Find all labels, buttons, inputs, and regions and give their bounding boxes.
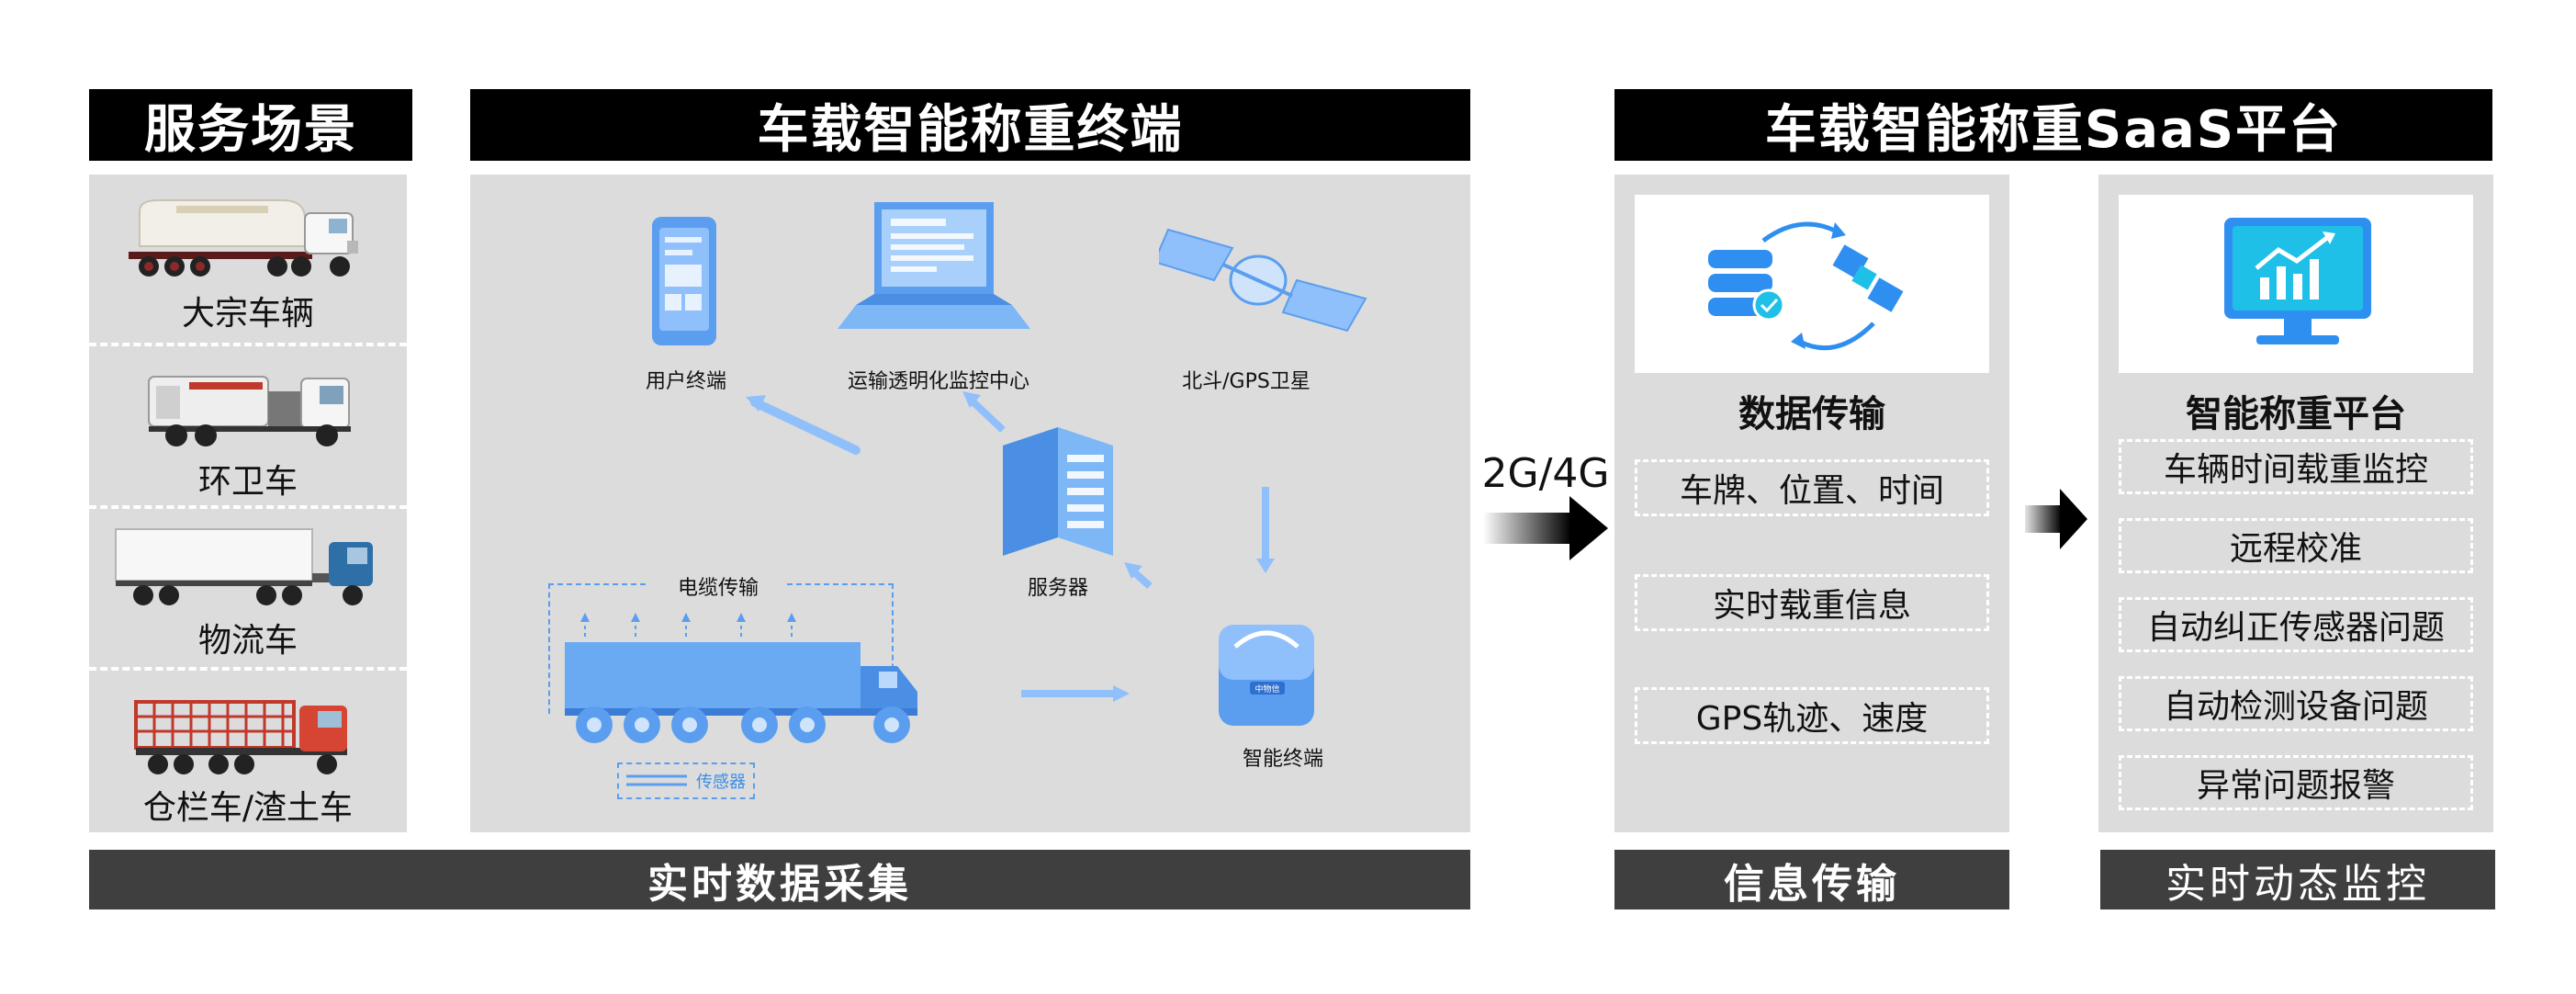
device-tag: 中物信 [1254, 683, 1279, 695]
vehicle-label-sanitation: 环卫车 [197, 463, 298, 501]
cable-label: 电缆传输 [649, 571, 787, 601]
satellite-icon [1159, 228, 1367, 333]
data-item: GPS轨迹、速度 [1635, 687, 1989, 744]
transfer-footer: 信息传输 [1614, 850, 2009, 909]
arrow-head [1113, 685, 1130, 702]
sanitation-truck-icon [148, 376, 351, 446]
arrow-head [746, 395, 766, 412]
vehicle-label-stake: 仓栏车/渣土车 [142, 789, 354, 827]
divider [89, 343, 407, 346]
data-item: 实时载重信息 [1635, 574, 1989, 631]
data-transfer-panel: 数据传输 车牌、位置、时间 实时载重信息 GPS轨迹、速度 [1614, 175, 2009, 832]
sensor-legend: 传感器 [617, 762, 755, 799]
arrow-server-to-monitor [968, 397, 1006, 433]
bulk-tanker-truck-icon [129, 199, 358, 277]
platform-item: 自动纠正传感器问题 [2119, 597, 2473, 652]
weighing-platform-panel: 智能称重平台 车辆时间载重监控 远程校准 自动纠正传感器问题 自动检测设备问题 … [2098, 175, 2493, 832]
vehicle-label-logistics: 物流车 [197, 622, 298, 660]
platform-item: 异常问题报警 [2119, 755, 2473, 810]
dashboard-monitor-icon [2224, 218, 2371, 345]
arrow-head [1256, 559, 1275, 573]
vehicle-label-bulk: 大宗车辆 [181, 295, 314, 333]
data-transfer-image [1635, 195, 1989, 373]
logistics-truck-icon [115, 528, 373, 605]
service-panel: 大宗车辆 环卫车 物流车 仓栏车/渣土车 [89, 175, 407, 832]
terminal-panel: 用户终端 运输透明化监控中心 北斗/GPS卫星 服务器 [470, 175, 1470, 832]
laptop-icon [838, 202, 1030, 329]
platform-image [2119, 195, 2473, 373]
platform-item: 远程校准 [2119, 518, 2473, 573]
phone-icon [652, 217, 716, 345]
server-icon [1003, 427, 1113, 556]
arrow-server-to-user [750, 398, 861, 455]
truck-icon [565, 613, 917, 743]
satellite-label: 北斗/GPS卫星 [1182, 370, 1310, 393]
smart-terminal-icon: 中物信 [1219, 625, 1314, 726]
platform-arrow-icon [2025, 489, 2087, 549]
stake-truck-icon [134, 700, 347, 774]
platform-item: 自动检测设备问题 [2119, 676, 2473, 731]
service-header: 服务场景 [89, 89, 412, 161]
platform-header: 车载智能称重SaaS平台 [1614, 89, 2492, 161]
monitor-footer: 实时动态监控 [2100, 850, 2495, 909]
data-transfer-title: 数据传输 [1738, 393, 1885, 435]
transfer-arrow-icon [1483, 496, 1608, 560]
divider [89, 667, 407, 671]
divider [89, 505, 407, 509]
monitor-center-label: 运输透明化监控中心 [847, 370, 1029, 393]
sensor-icon [626, 774, 687, 786]
arrow-terminal-to-server [1131, 569, 1153, 589]
user-terminal-label: 用户终端 [645, 370, 726, 393]
terminal-header: 车载智能称重终端 [470, 89, 1470, 161]
smart-terminal-label: 智能终端 [1242, 748, 1323, 771]
data-item: 车牌、位置、时间 [1635, 459, 1989, 516]
platform-title: 智能称重平台 [2186, 393, 2406, 435]
collect-footer: 实时数据采集 [89, 850, 1470, 909]
platform-item: 车辆时间载重监控 [2119, 439, 2473, 494]
server-satellite-icon [1708, 221, 1904, 351]
server-label: 服务器 [1027, 577, 1088, 600]
arrow-head [1124, 562, 1142, 579]
flow-arrows [746, 391, 1275, 702]
transfer-label: 2G/4G [1481, 450, 1610, 497]
sensor-label: 传感器 [696, 773, 746, 792]
arrow-head [962, 391, 981, 408]
